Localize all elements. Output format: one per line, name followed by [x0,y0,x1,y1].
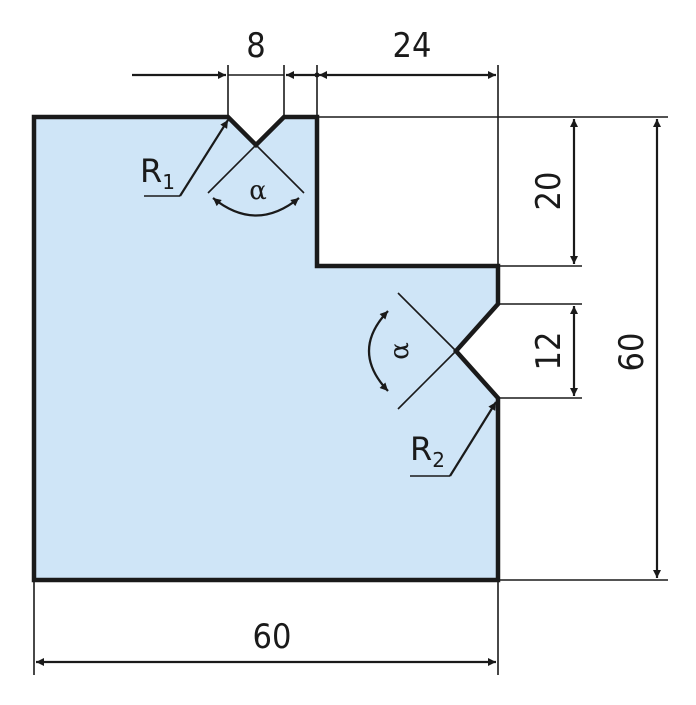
dim-step-depth: 20 [529,119,578,264]
radius-1-letter: R [140,152,162,190]
angle-top: α [207,144,305,217]
dim-step-width: 24 [314,26,496,79]
dim-total-height-text: 60 [612,333,652,372]
dim-total-height: 60 [612,119,661,578]
dim-notch-width: 8 [132,26,317,79]
radius-1-callout: R1 [140,119,229,197]
dim-notch-width-text: 8 [246,26,265,66]
radius-2-label: R2 [410,430,445,472]
dim-step-width-text: 24 [393,26,432,66]
radius-2-letter: R [410,430,432,468]
dim-step-depth-text: 20 [529,172,569,211]
dim-total-width: 60 [36,617,496,666]
angle-side: α [368,292,457,410]
radius-2-callout: R2 [410,401,497,477]
angle-top-text: α [249,176,267,206]
dim-side-notch: 12 [529,306,578,396]
dim-total-width-text: 60 [253,617,292,657]
dim-side-notch-text: 12 [529,332,569,371]
radius-1-subscript: 1 [162,170,175,194]
angle-side-text: α [385,342,415,360]
radius-2-subscript: 2 [432,448,445,472]
radius-1-label: R1 [140,152,175,194]
